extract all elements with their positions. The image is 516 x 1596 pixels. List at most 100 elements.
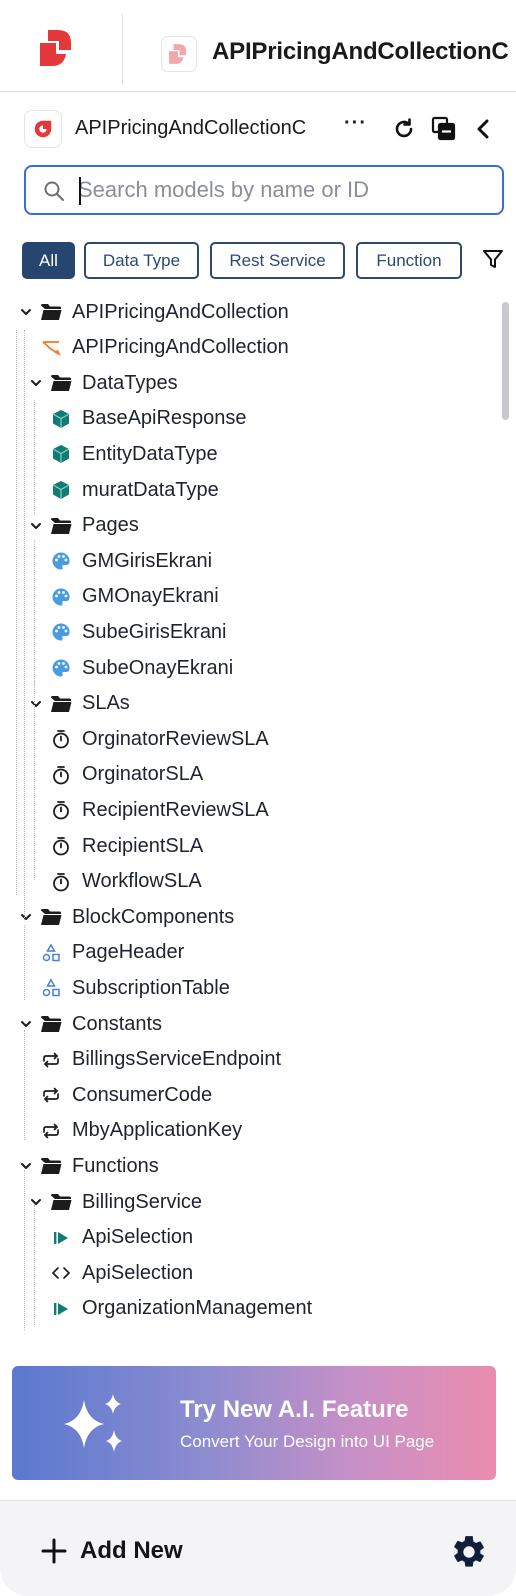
page-palette-icon: [50, 550, 72, 572]
tree-item-row[interactable]: SubscriptionTable: [40, 970, 230, 1006]
ai-feature-banner[interactable]: Try New A.I. Feature Convert Your Design…: [12, 1366, 496, 1480]
sla-stopwatch-icon: [50, 871, 72, 893]
filter-chip-data-type[interactable]: Data Type: [84, 242, 199, 279]
copy-icon[interactable]: [430, 115, 458, 143]
tree-item-label: DataTypes: [82, 371, 178, 394]
tree-item-row[interactable]: SubeGirisEkrani: [50, 614, 227, 650]
tree-indent-guide: [24, 330, 25, 920]
project-avatar[interactable]: [24, 110, 62, 148]
tree-item-row[interactable]: BillingsServiceEndpoint: [40, 1042, 281, 1078]
header-divider: [122, 14, 123, 84]
tree-item-label: Constants: [72, 1012, 163, 1035]
search-input[interactable]: [78, 173, 478, 207]
page-palette-icon: [50, 621, 72, 643]
more-options-button[interactable]: ···: [344, 112, 367, 134]
tree-scrollbar[interactable]: [502, 302, 509, 420]
tree-item-row[interactable]: RecipientSLA: [50, 828, 203, 864]
tree-item-label: ConsumerCode: [72, 1083, 213, 1106]
tree-item-row[interactable]: RecipientReviewSLA: [50, 792, 269, 828]
tree-item-label: RecipientSLA: [82, 834, 204, 857]
tree-indent-guide: [34, 400, 35, 515]
filter-icon[interactable]: [482, 248, 504, 270]
add-new-button[interactable]: Add New: [40, 1531, 183, 1571]
tree-item-row[interactable]: MbyApplicationKey: [40, 1113, 242, 1149]
constant-repeat-icon: [40, 1049, 62, 1071]
tree-item-label: ApiSelection: [82, 1261, 194, 1284]
filter-chip-function[interactable]: Function: [356, 242, 462, 279]
tree-item-label: BaseApiResponse: [82, 407, 247, 430]
sla-stopwatch-icon: [50, 764, 72, 786]
tree-item-row[interactable]: SubeOnayEkrani: [50, 650, 233, 686]
app-logo-icon[interactable]: [38, 28, 78, 68]
sla-stopwatch-icon: [50, 728, 72, 750]
tree-item-row[interactable]: OrganizationManagement: [50, 1291, 312, 1327]
tree-item-row[interactable]: APIPricingAndCollection: [40, 330, 289, 366]
tree-item-row[interactable]: muratDataType: [50, 472, 219, 508]
tree-item-row[interactable]: ConsumerCode: [40, 1077, 212, 1113]
tree-item-label: PageHeader: [72, 941, 185, 964]
tree-indent-guide: [24, 1170, 25, 1330]
tree-item-label: Pages: [82, 514, 139, 537]
sparkles-icon: [64, 1394, 122, 1452]
tree-item-row[interactable]: ApiSelection: [50, 1220, 193, 1256]
plus-icon: [41, 1538, 67, 1564]
tree-item-row[interactable]: OrginatorSLA: [50, 757, 203, 793]
chevron-down-icon[interactable]: [18, 909, 34, 925]
tree-item-row[interactable]: GMGirisEkrani: [50, 543, 212, 579]
filter-chip-rest-service[interactable]: Rest Service: [210, 242, 345, 279]
tree-folder-row[interactable]: APIPricingAndCollection: [18, 300, 289, 330]
constant-repeat-icon: [40, 1084, 62, 1106]
tree-item-row[interactable]: PageHeader: [40, 935, 184, 971]
data-type-cube-icon: [50, 408, 72, 430]
app-header: APIPricingAndCollectionC: [0, 0, 516, 92]
chevron-down-icon[interactable]: [28, 375, 44, 391]
chevron-down-icon[interactable]: [18, 304, 34, 320]
tree-indent-guide: [34, 540, 35, 685]
tree-item-row[interactable]: ApiSelection: [50, 1255, 193, 1291]
tree-item-row[interactable]: WorkflowSLA: [50, 864, 202, 900]
tree-folder-row[interactable]: Constants: [18, 1006, 162, 1042]
tree-folder-row[interactable]: Pages: [28, 508, 139, 544]
folder-icon: [50, 515, 72, 537]
tree-item-row[interactable]: BaseApiResponse: [50, 401, 247, 437]
filter-chip-all[interactable]: All: [22, 242, 75, 279]
tree-item-label: WorkflowSLA: [82, 870, 202, 893]
tree-item-label: GMGirisEkrani: [82, 549, 213, 572]
tree-folder-row[interactable]: Functions: [18, 1148, 159, 1184]
tree-item-row[interactable]: GMOnayEkrani: [50, 579, 219, 615]
text-caret: [79, 177, 81, 205]
tree-item-label: Functions: [72, 1154, 159, 1177]
tree-item-label: OrginatorReviewSLA: [82, 727, 269, 750]
add-new-label: Add New: [80, 1537, 183, 1564]
chevron-down-icon[interactable]: [28, 696, 44, 712]
block-component-shapes-icon: [40, 942, 62, 964]
collapse-panel-icon[interactable]: [470, 115, 498, 143]
folder-icon: [40, 1155, 62, 1177]
tree-item-label: OrganizationManagement: [82, 1297, 313, 1320]
tree-item-label: MbyApplicationKey: [72, 1119, 243, 1142]
chevron-down-icon[interactable]: [18, 1158, 34, 1174]
refresh-icon[interactable]: [390, 115, 418, 143]
tree-item-row[interactable]: OrginatorReviewSLA: [50, 721, 269, 757]
project-logo-icon: [169, 44, 187, 64]
tree-indent-guide: [34, 680, 35, 880]
tree-item-label: SLAs: [82, 692, 130, 715]
tree-item-label: RecipientReviewSLA: [82, 798, 269, 821]
chevron-down-icon[interactable]: [18, 1016, 34, 1032]
tree-folder-row[interactable]: BillingService: [28, 1184, 202, 1220]
tree-folder-row[interactable]: SLAs: [28, 686, 130, 722]
chevron-down-icon[interactable]: [28, 1194, 44, 1210]
chevron-down-icon[interactable]: [28, 518, 44, 534]
sla-stopwatch-icon: [50, 835, 72, 857]
filter-chips: All Data Type Rest Service Function: [0, 242, 516, 280]
tree-folder-row[interactable]: DataTypes: [28, 365, 178, 401]
search-box: [24, 165, 504, 215]
tree-folder-row[interactable]: BlockComponents: [18, 899, 234, 935]
page-palette-icon: [50, 657, 72, 679]
tree-item-label: BlockComponents: [72, 905, 235, 928]
settings-gear-icon[interactable]: [450, 1533, 488, 1571]
project-name[interactable]: APIPricingAndCollectionC: [75, 117, 307, 139]
tree-item-row[interactable]: EntityDataType: [50, 436, 218, 472]
data-type-cube-icon: [50, 443, 72, 465]
